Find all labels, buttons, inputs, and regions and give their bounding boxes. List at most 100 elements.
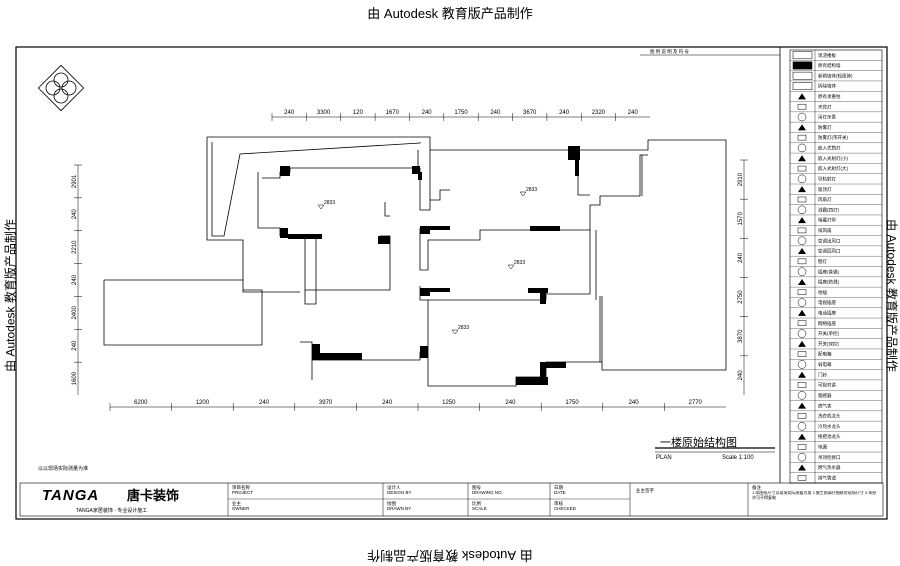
legend-symbol-icon xyxy=(797,320,807,326)
legend-label: 防雾灯(带开关) xyxy=(818,134,848,141)
legend-symbol-icon xyxy=(798,93,806,100)
title-field-sub: DATE xyxy=(554,490,566,495)
title-field-label: 比例 xyxy=(472,500,481,507)
legend-label: 门铃 xyxy=(818,371,827,378)
legend-symbol-icon xyxy=(798,124,806,131)
dimension-label: 2910 xyxy=(738,172,744,186)
legend-symbol-icon xyxy=(797,452,807,462)
legend-label: 拆除墙体 xyxy=(818,83,836,90)
legend-symbol-icon xyxy=(797,382,807,388)
dimension-label: 240 xyxy=(422,110,433,116)
legend-symbol-icon xyxy=(797,329,807,338)
legend-label: 开关(双控) xyxy=(818,340,839,347)
legend-label: 导轨射灯 xyxy=(818,175,836,182)
legend-label: 天花灯 xyxy=(818,103,832,110)
dimension-label: 3300 xyxy=(317,110,331,116)
legend-symbol-icon xyxy=(797,143,807,153)
remarks-text: 1.本图纸尺寸以现场实际测量为准 2.施工前请仔细核对现场尺寸 3.未经许可不得… xyxy=(752,491,877,500)
dimension-label: 1200 xyxy=(196,400,210,406)
dimension-lines xyxy=(77,116,745,408)
legend-symbol-icon xyxy=(797,289,807,296)
legend-symbol-icon xyxy=(797,103,807,110)
legend-label: 吊顶检修口 xyxy=(818,454,841,461)
legend-label: 燃气表 xyxy=(818,402,832,409)
room-mark-text: 2833 xyxy=(458,325,469,331)
legend-label: 空调回风口 xyxy=(818,248,841,255)
legend-label: 壁灯 xyxy=(818,258,827,265)
legend-label: 冷热水龙头 xyxy=(818,423,841,430)
legend-label: 插座(防溅) xyxy=(818,279,839,286)
legend-label: 插座(普通) xyxy=(818,268,839,275)
legend-symbol-icon xyxy=(798,155,806,162)
sheet-border xyxy=(15,46,888,520)
title-field-sub: CHECKED xyxy=(554,506,577,511)
dimension-label: 240 xyxy=(382,400,393,406)
legend-symbol-icon xyxy=(797,351,807,357)
legend-label: 空调出风口 xyxy=(818,237,841,244)
compass-rose-icon xyxy=(37,64,85,112)
dimension-label: 2210 xyxy=(72,240,78,254)
legend-symbol-icon xyxy=(798,464,806,471)
company-logo-cn: 唐卡装饰 xyxy=(127,488,179,503)
legend-symbol-icon xyxy=(797,360,807,369)
title-field-sub: PROJECT xyxy=(232,490,253,495)
legend-label: 烟感器 xyxy=(818,392,832,399)
legend-symbol-icon xyxy=(798,278,806,285)
legend-symbol-icon xyxy=(798,371,806,378)
legend-panel: 图 例 说 明 及 符 号 现浇楼板原有结构墙新砌墙体(轻质砖)拆除墙体原有承重… xyxy=(640,47,883,484)
title-field-label: 日期 xyxy=(554,485,563,491)
legend-symbol-icon xyxy=(798,402,806,409)
legend-label: 地插 xyxy=(818,289,827,296)
legend-label: 嵌入式筒灯 xyxy=(818,145,841,152)
legend-symbol-icon xyxy=(797,174,807,184)
dimension-label: 240 xyxy=(284,110,295,116)
legend-symbol-icon xyxy=(798,433,806,440)
level-mark: 2833 xyxy=(317,200,335,210)
dimension-label: 240 xyxy=(629,400,640,406)
title-block-frame xyxy=(19,482,884,517)
dimension-label: 240 xyxy=(738,252,744,263)
legend-label: 排风扇 xyxy=(818,227,832,234)
room-mark-text: 2833 xyxy=(526,187,537,193)
company-logo: TANGA xyxy=(42,487,99,504)
dimension-label: 1600 xyxy=(72,371,78,385)
legend-symbol-icon xyxy=(792,71,813,80)
legend-symbol-icon xyxy=(792,51,813,60)
legend-symbol-icon xyxy=(792,61,813,70)
dimension-label: 3670 xyxy=(523,110,537,116)
legend-label: 可视对讲 xyxy=(818,382,836,389)
legend-symbol-icon xyxy=(797,413,807,419)
legend-symbol-icon xyxy=(797,165,807,172)
legend-label: 网络插座 xyxy=(818,320,836,327)
legend-symbol-icon xyxy=(797,444,807,450)
legend-symbol-icon xyxy=(792,82,813,90)
legend-symbol-icon xyxy=(797,205,807,215)
dimension-label: 240 xyxy=(72,274,78,285)
scale-text: Scale 1:100 xyxy=(722,455,754,461)
title-field-sub: OWNER xyxy=(232,506,250,511)
legend-label: 浴霸(四灯) xyxy=(818,206,839,213)
level-mark: 2833 xyxy=(507,260,525,270)
dimension-label: 3870 xyxy=(738,329,744,343)
dimension-label: 240 xyxy=(628,110,639,116)
title-field-sub: DRAWING NO. xyxy=(472,490,503,495)
plan-label: PLAN xyxy=(656,455,672,461)
dimension-label: 240 xyxy=(259,400,270,406)
dimension-label: 240 xyxy=(738,370,744,381)
legend-symbol-icon xyxy=(797,422,807,431)
dimension-label: 1750 xyxy=(565,400,579,406)
drawing-note: 以以现场实际测量为准 xyxy=(38,465,88,472)
dimension-label: 240 xyxy=(72,340,78,351)
drawing-title: 一楼原始结构图 xyxy=(660,435,737,449)
legend-symbol-icon xyxy=(798,340,806,347)
dimension-label: 1570 xyxy=(738,211,744,225)
dimension-label: 2770 xyxy=(689,400,703,406)
dimension-label: 2901 xyxy=(72,174,78,188)
owner-signature-box: 业主签字 xyxy=(636,487,654,493)
legend-label: 新砌墙体(轻质砖) xyxy=(818,72,853,79)
dimension-label: 240 xyxy=(505,400,516,406)
legend-label: 拖把池龙头 xyxy=(818,433,841,440)
legend-symbol-icon xyxy=(797,134,807,141)
